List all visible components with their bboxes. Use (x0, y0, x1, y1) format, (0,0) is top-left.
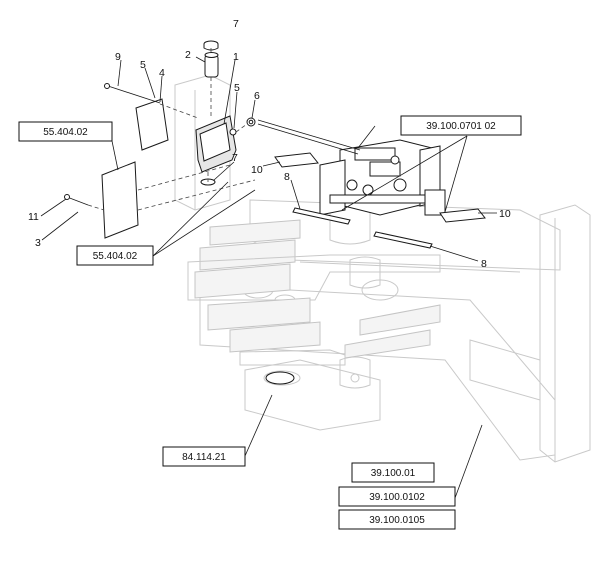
callout-2: 2 (185, 49, 191, 61)
ref-39100-0102-label: 39.100.0102 (369, 492, 425, 503)
callout-4: 4 (159, 67, 165, 79)
leader-lines (40, 56, 497, 499)
callout-7a: 7 (233, 18, 239, 30)
ref-39100-0102[interactable]: 39.100.0102 (338, 486, 456, 507)
ref-55404-bottom-label: 55.404.02 (93, 251, 138, 262)
callout-11: 11 (28, 211, 39, 223)
callout-5a: 5 (140, 59, 146, 71)
callout-7b: 7 (232, 152, 238, 164)
callout-8a: 8 (284, 171, 290, 183)
exploded-parts (64, 40, 486, 385)
ref-84114[interactable]: 84.114.21 (162, 446, 246, 467)
ref-39100-0105-label: 39.100.0105 (369, 515, 425, 526)
ref-39100-0701[interactable]: 39.100.0701 02 (400, 115, 522, 136)
ref-39100-01[interactable]: 39.100.01 (351, 462, 435, 483)
callout-10b: 10 (499, 208, 511, 220)
ref-39100-0701-label: 39.100.0701 02 (426, 121, 496, 132)
callout-8b: 8 (481, 258, 487, 270)
callout-10a: 10 (251, 164, 263, 176)
reference-boxes: 55.404.02 39.100.0701 02 55.404.02 84.11… (18, 115, 522, 530)
callout-5b: 5 (234, 82, 240, 94)
callout-6: 6 (254, 90, 260, 102)
callout-9: 9 (115, 51, 121, 63)
floor-plate-panels (187, 219, 441, 366)
ref-55404-top[interactable]: 55.404.02 (18, 121, 113, 142)
ref-55404-top-label: 55.404.02 (43, 127, 88, 138)
ref-84114-label: 84.114.21 (182, 452, 226, 463)
callout-3: 3 (35, 237, 41, 249)
valve-block (257, 119, 446, 216)
ref-55404-bottom[interactable]: 55.404.02 (76, 245, 154, 266)
callout-1: 1 (233, 51, 239, 63)
callout-numbers: 1 2 3 4 5 5 6 7 7 8 8 9 10 10 11 (28, 18, 511, 270)
ref-39100-01-label: 39.100.01 (371, 468, 416, 479)
ref-39100-0105[interactable]: 39.100.0105 (338, 509, 456, 530)
